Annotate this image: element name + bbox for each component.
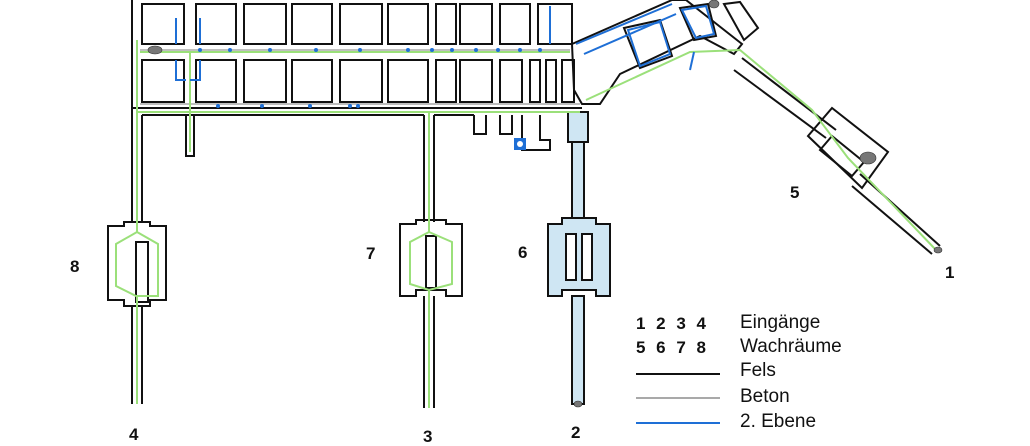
legend-guardrooms-numbers: 5 6 7 8 xyxy=(636,338,706,357)
legend-rock-label: Fels xyxy=(740,360,776,381)
north-east-wing xyxy=(570,0,760,105)
level-2-routes xyxy=(175,3,716,81)
legend-concrete-label: Beton xyxy=(740,386,790,407)
label-entrance-4: 4 xyxy=(129,425,139,444)
chamber-row-upper xyxy=(141,3,573,45)
chamber-row-lower xyxy=(141,59,575,103)
label-entrance-2: 2 xyxy=(571,423,581,442)
label-guard-5: 5 xyxy=(790,183,800,202)
label-guard-7: 7 xyxy=(366,244,376,263)
legend-entrances-numbers: 1 2 3 4 xyxy=(636,314,706,333)
guard-room-7-route xyxy=(409,112,453,408)
tunnel-entrance-1 xyxy=(733,57,941,255)
legend-entrances-label: Eingänge xyxy=(740,312,821,333)
level-2-points xyxy=(198,48,542,108)
guard-room-8-route xyxy=(115,112,159,404)
rubble-markers xyxy=(147,0,943,408)
legend-samples xyxy=(636,373,720,424)
tunnel-entrance-2 xyxy=(547,111,611,405)
concrete-lining xyxy=(140,49,580,105)
tunnel-entrance-1-centerline xyxy=(585,48,937,251)
label-guard-8: 8 xyxy=(70,257,80,276)
legend-guardrooms-label: Wachräume xyxy=(740,336,842,357)
legend-level2-label: 2. Ebene xyxy=(740,411,817,432)
tunnel-entrance-3 xyxy=(399,115,463,408)
level-2-shaft xyxy=(514,138,526,150)
label-guard-6: 6 xyxy=(518,243,528,262)
label-entrance-1: 1 xyxy=(945,263,955,282)
main-corridor-route xyxy=(136,40,580,152)
tunnel-entrance-4 xyxy=(107,108,167,404)
label-entrance-3: 3 xyxy=(423,427,433,446)
chamber-complex xyxy=(131,0,582,157)
